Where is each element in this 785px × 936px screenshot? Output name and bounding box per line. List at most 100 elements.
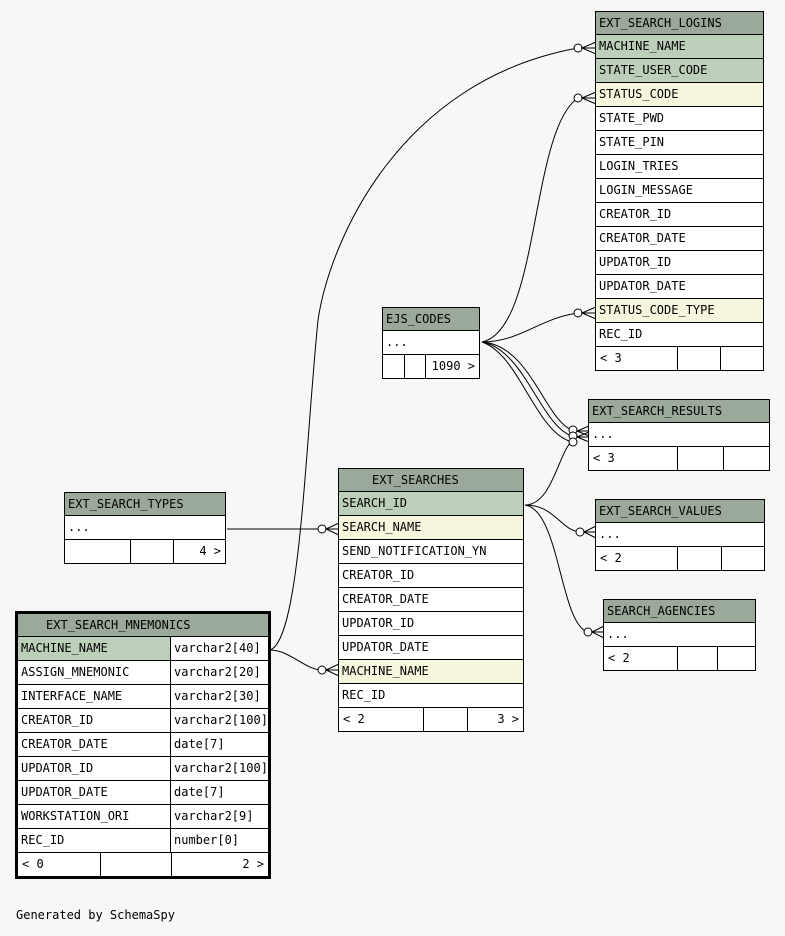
footer-spacer [404, 355, 425, 378]
column-type: varchar2[100] [170, 757, 268, 780]
column-row[interactable]: UPDATOR_ID [596, 251, 763, 275]
children-count[interactable] [720, 347, 763, 370]
table-footer: < 2 [596, 547, 764, 570]
table-ext-search-logins[interactable]: EXT_SEARCH_LOGINS MACHINE_NAME STATE_USE… [595, 11, 764, 371]
column-row[interactable]: ... [65, 516, 225, 540]
table-title: EXT_SEARCH_RESULTS [589, 400, 769, 423]
column-row[interactable]: UPDATOR_DATE date[7] [18, 781, 268, 805]
table-footer: < 3 [596, 347, 763, 370]
column-row[interactable]: ... [596, 523, 764, 547]
column-row[interactable]: REC_ID [339, 684, 523, 708]
relation-codes-to-results-3 [481, 341, 573, 443]
column-row[interactable]: LOGIN_TRIES [596, 155, 763, 179]
column-row[interactable]: STATE_PWD [596, 107, 763, 131]
footer-spacer [423, 708, 467, 731]
column-name: SEARCH_NAME [342, 520, 422, 534]
optional-circle-icon [583, 627, 593, 637]
column-row[interactable]: UPDATOR_DATE [339, 636, 523, 660]
column-name: INTERFACE_NAME [21, 689, 123, 703]
column-row[interactable]: SEARCH_NAME [339, 516, 523, 540]
column-row[interactable]: UPDATOR_ID [339, 612, 523, 636]
column-row[interactable]: MACHINE_NAME [339, 660, 523, 684]
table-ext-search-results[interactable]: EXT_SEARCH_RESULTS ... < 3 [588, 399, 770, 471]
table-ext-search-values[interactable]: EXT_SEARCH_VALUES ... < 2 [595, 499, 765, 571]
children-count[interactable]: 3 > [467, 708, 523, 731]
parents-count[interactable]: < 2 [600, 551, 622, 565]
table-search-agencies[interactable]: SEARCH_AGENCIES ... < 2 [603, 599, 756, 671]
column-row[interactable]: ... [589, 423, 769, 447]
column-row[interactable]: CREATOR_ID [339, 564, 523, 588]
relation-codes-to-results-1 [481, 341, 573, 431]
column-row[interactable]: UPDATOR_ID varchar2[100] [18, 757, 268, 781]
children-count[interactable]: 1090 > [425, 355, 479, 378]
column-row[interactable]: STATUS_CODE [596, 83, 763, 107]
column-row[interactable]: LOGIN_MESSAGE [596, 179, 763, 203]
column-name: UPDATOR_ID [21, 761, 94, 775]
column-name: STATE_USER_CODE [599, 63, 708, 77]
children-count[interactable] [717, 647, 755, 670]
optional-circle-icon [573, 93, 583, 103]
parents-count[interactable]: < 0 [22, 857, 44, 871]
column-row[interactable]: MACHINE_NAME [596, 35, 763, 59]
column-row[interactable]: UPDATOR_DATE [596, 275, 763, 299]
column-row[interactable]: STATUS_CODE_TYPE [596, 299, 763, 323]
column-row[interactable]: CREATOR_ID [596, 203, 763, 227]
column-name: UPDATOR_DATE [599, 279, 686, 293]
parents-count[interactable]: < 2 [608, 651, 630, 665]
column-name: ... [607, 627, 629, 641]
column-name: CREATOR_DATE [21, 737, 108, 751]
column-row[interactable]: CREATOR_DATE [339, 588, 523, 612]
column-name: UPDATOR_DATE [21, 785, 108, 799]
crows-foot-icon [580, 91, 597, 105]
column-name: CREATOR_DATE [342, 592, 429, 606]
column-row[interactable]: REC_ID [596, 323, 763, 347]
table-footer: < 2 3 > [339, 708, 523, 731]
column-row[interactable]: STATE_USER_CODE [596, 59, 763, 83]
relation-searches-to-results [524, 439, 577, 506]
column-name: ... [599, 527, 621, 541]
column-name: LOGIN_TRIES [599, 159, 679, 173]
column-row[interactable]: ... [604, 623, 755, 647]
table-footer: < 0 2 > [18, 853, 268, 876]
table-title: EJS_CODES [383, 308, 479, 331]
column-row[interactable]: CREATOR_DATE [596, 227, 763, 251]
children-count[interactable] [721, 547, 764, 570]
column-name: CREATOR_DATE [599, 231, 686, 245]
parents-count[interactable]: < 3 [593, 451, 615, 465]
children-count[interactable]: 4 > [173, 540, 225, 563]
footer-spacer [677, 547, 721, 570]
parents-count[interactable] [65, 540, 130, 563]
column-type: varchar2[9] [170, 805, 268, 828]
table-title: SEARCH_AGENCIES [604, 600, 755, 623]
column-row[interactable]: SEND_NOTIFICATION_YN [339, 540, 523, 564]
column-name: STATUS_CODE [599, 87, 679, 101]
column-row[interactable]: STATE_PIN [596, 131, 763, 155]
children-count[interactable] [723, 447, 769, 470]
table-ejs-codes[interactable]: EJS_CODES ... 1090 > [382, 307, 480, 379]
column-name: REC_ID [342, 688, 386, 702]
table-title: EXT_SEARCH_TYPES [65, 493, 225, 516]
column-name: LOGIN_MESSAGE [599, 183, 693, 197]
column-type: date[7] [170, 781, 268, 804]
column-row[interactable]: SEARCH_ID [339, 492, 523, 516]
column-name: STATE_PIN [599, 135, 665, 149]
parents-count[interactable] [383, 355, 404, 378]
column-name: UPDATOR_DATE [342, 640, 429, 654]
parents-count[interactable]: < 3 [600, 351, 622, 365]
column-name: ... [592, 427, 614, 441]
parents-count[interactable]: < 2 [343, 712, 365, 726]
table-ext-searches[interactable]: EXT_SEARCHES SEARCH_ID SEARCH_NAME SEND_… [338, 468, 524, 732]
relation-codes-to-logins-status [481, 97, 579, 343]
table-ext-search-types[interactable]: EXT_SEARCH_TYPES ... 4 > [64, 492, 226, 564]
column-row[interactable]: ... [383, 331, 479, 355]
table-footer: 4 > [65, 540, 225, 563]
children-count[interactable]: 2 > [171, 853, 268, 876]
